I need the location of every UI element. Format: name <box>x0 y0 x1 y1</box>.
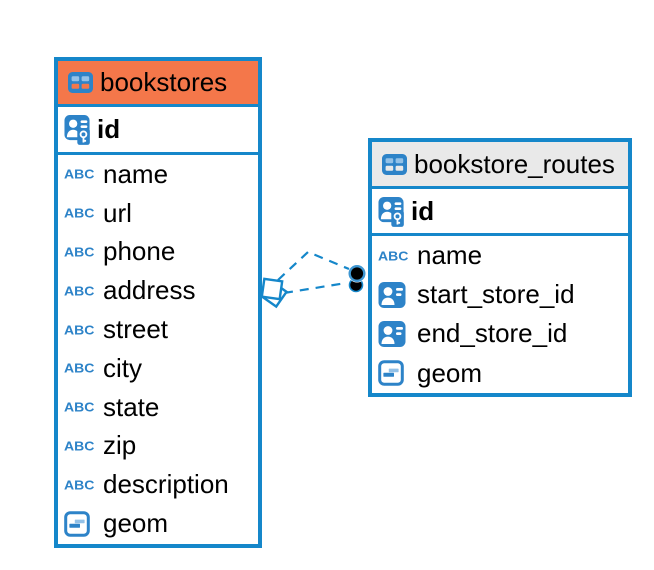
text-type-icon: ABC <box>378 248 409 263</box>
person-ref-icon <box>378 320 408 347</box>
column-name: state <box>103 391 160 422</box>
column-name: phone <box>103 236 176 267</box>
geometry-type-icon <box>64 510 94 537</box>
column-name: end_store_id <box>417 318 568 349</box>
text-type-icon: ABC <box>64 244 95 260</box>
table-header[interactable]: bookstores <box>58 61 258 107</box>
column-row[interactable]: geom <box>58 504 258 543</box>
column-row[interactable]: ABC name <box>372 236 628 275</box>
text-type-icon: ABC <box>64 361 95 376</box>
table-header[interactable]: bookstore_routes <box>372 142 628 189</box>
geometry-type-icon <box>378 360 408 386</box>
column-name: street <box>103 314 169 345</box>
column-name: id <box>411 195 435 226</box>
source-cardinality-marker[interactable] <box>259 277 289 309</box>
column-row[interactable]: ABC address <box>58 271 258 310</box>
column-name: zip <box>103 430 137 461</box>
text-type-icon: ABC <box>64 438 95 454</box>
column-row[interactable]: ABC zip <box>58 427 258 466</box>
relationship-connector[interactable] <box>250 235 385 315</box>
person-ref-icon <box>378 281 408 308</box>
column-name: id <box>97 114 121 144</box>
column-name: city <box>103 352 142 383</box>
column-name: name <box>103 158 169 189</box>
table-bookstores[interactable]: bookstores id ABC name ABC url <box>54 57 262 548</box>
column-row[interactable]: ABC name <box>58 155 258 194</box>
table-icon <box>68 72 93 93</box>
column-row-id[interactable]: id <box>58 107 258 155</box>
column-row[interactable]: ABC phone <box>58 233 258 272</box>
column-row[interactable]: ABC street <box>58 310 258 349</box>
column-row[interactable]: ABC url <box>58 194 258 233</box>
column-name: address <box>103 275 196 306</box>
person-key-icon <box>378 195 405 228</box>
text-type-icon: ABC <box>64 322 95 337</box>
text-type-icon: ABC <box>64 477 95 493</box>
column-name: description <box>103 469 229 500</box>
text-type-icon: ABC <box>64 399 95 415</box>
table-title: bookstore_routes <box>414 148 615 179</box>
column-list: ABC name ABC url ABC phone ABC address A… <box>58 155 258 543</box>
column-row[interactable]: geom <box>372 354 628 393</box>
text-type-icon: ABC <box>64 283 95 299</box>
person-key-icon <box>64 113 91 146</box>
text-type-icon: ABC <box>64 205 95 221</box>
column-row[interactable]: ABC state <box>58 388 258 427</box>
column-row-id[interactable]: id <box>372 189 628 236</box>
column-name: start_store_id <box>417 279 575 310</box>
column-name: url <box>103 197 132 228</box>
column-row[interactable]: start_store_id <box>372 275 628 314</box>
text-type-icon: ABC <box>64 167 95 182</box>
column-name: name <box>417 240 483 271</box>
table-bookstore-routes[interactable]: bookstore_routes id ABC name <box>368 138 632 397</box>
table-title: bookstores <box>100 67 228 97</box>
target-cardinality-marker[interactable] <box>348 264 366 293</box>
relationship-lines[interactable] <box>277 250 350 295</box>
column-row[interactable]: ABC city <box>58 349 258 388</box>
column-row[interactable]: end_store_id <box>372 314 628 353</box>
column-row[interactable]: ABC description <box>58 465 258 504</box>
column-name: geom <box>103 508 169 539</box>
column-name: geom <box>417 357 483 388</box>
column-list: ABC name start_store_id <box>372 236 628 393</box>
table-icon <box>382 153 407 175</box>
